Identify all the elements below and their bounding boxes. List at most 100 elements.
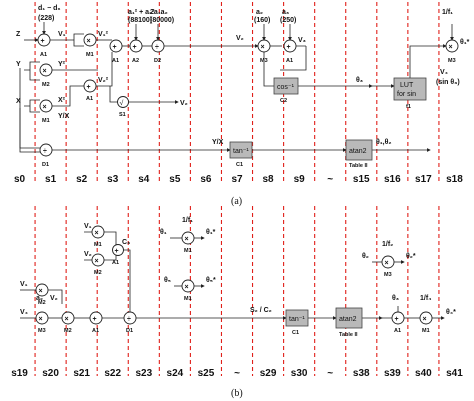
svg-text:A1: A1: [394, 328, 401, 334]
wire-m-upper: [84, 231, 92, 261]
svg-text:M1: M1: [86, 52, 94, 58]
signal-v1: V₁: [58, 31, 66, 38]
caption-b: (b): [231, 388, 243, 399]
stage-label: ~: [327, 174, 333, 185]
svg-text:+: +: [133, 44, 137, 51]
stage-label: s39: [384, 368, 401, 379]
stage-dividers-b: [34, 206, 440, 376]
wire-x-div: [19, 108, 40, 153]
svg-text:×: ×: [385, 260, 389, 267]
a1-adder-2: +A1: [83, 79, 97, 102]
stage-label: s40: [415, 368, 432, 379]
signal-s2-c2: S₂ / C₂: [250, 307, 272, 314]
signal-v1-b: V₁: [20, 281, 28, 288]
signal-theta2-b: θ₂: [362, 253, 369, 260]
m2-multiplier-b3: ×M2: [91, 253, 105, 276]
d1-divider: ÷D1: [39, 143, 53, 168]
stage-label: s5: [169, 174, 181, 185]
tan-inverse-block-b: tan⁻¹C1: [285, 309, 309, 336]
sqrt-unit: √S1: [117, 96, 129, 118]
signal-theta3: θ₃: [356, 77, 363, 84]
caption-a: (a): [231, 196, 242, 207]
signal-theta5-b: θ₅: [164, 277, 171, 284]
signal-v2-squared: V₂²: [98, 77, 109, 84]
const-a2-value: (160): [254, 17, 270, 24]
m2-multiplier-b1: ×M2: [35, 283, 49, 306]
svg-text:A1: A1: [40, 52, 47, 58]
wire-upper-add: [104, 231, 117, 261]
stage-label: s8: [263, 174, 275, 185]
signal-v1-upper: V₁: [84, 223, 92, 230]
const-a3-value: (250): [280, 17, 296, 24]
a2-adder: + A2: [129, 39, 143, 64]
stage-label: s0: [14, 174, 26, 185]
m2-multiplier-b2: ×M2: [61, 311, 75, 334]
wire-v3: [280, 45, 307, 71]
svg-text:×: ×: [65, 316, 69, 323]
a1-adder-b2: +A1: [112, 244, 124, 266]
a1-adder-1: + A1: [37, 33, 51, 58]
svg-text:×: ×: [185, 236, 189, 243]
svg-text:A1: A1: [86, 96, 93, 102]
stage-label: s24: [167, 368, 184, 379]
svg-text:D1: D1: [126, 328, 133, 334]
svg-text:D2: D2: [154, 58, 161, 64]
input-d: d₁ − d₆: [38, 5, 61, 12]
svg-text:M3: M3: [38, 328, 46, 334]
signal-v1-squared: V₁²: [98, 31, 109, 38]
signal-a2-b: a₂: [36, 295, 43, 302]
svg-text:tan⁻¹: tan⁻¹: [289, 316, 305, 323]
wire-lut-out: [409, 44, 447, 78]
wire-c3: [122, 249, 131, 312]
svg-text:÷: ÷: [155, 44, 159, 51]
stage-label: s16: [384, 174, 401, 185]
svg-text:f1: f1: [406, 104, 411, 110]
svg-text:+: +: [115, 248, 119, 255]
svg-text:×: ×: [95, 258, 99, 265]
stage-label: s9: [294, 174, 306, 185]
const-a3: a₃: [282, 9, 289, 16]
a1-adder-b3: +A1: [391, 311, 405, 334]
svg-text:atan2: atan2: [339, 316, 357, 323]
m2-multiplier: ×M2: [39, 63, 53, 88]
stage-label: s7: [231, 174, 243, 185]
panel-b: ×M2 ×M3 ×M2 +A1 ×M1 ×M2 +A1 ÷D1 ×M1 ×M1 …: [11, 217, 463, 399]
wire-r2: [96, 52, 113, 87]
svg-text:A2: A2: [132, 58, 139, 64]
svg-text:Table II: Table II: [349, 163, 368, 169]
svg-text:for sin: for sin: [397, 91, 416, 98]
m3-multiplier: ×M3: [257, 39, 271, 64]
svg-text:÷: ÷: [127, 316, 131, 323]
wire-y-split: [24, 61, 40, 81]
stage-label: s38: [353, 368, 370, 379]
a1-adder-3: +A1: [109, 39, 123, 64]
svg-text:A1: A1: [112, 58, 119, 64]
signal-v2-upper: V₂: [84, 251, 92, 258]
svg-text:M3: M3: [448, 58, 456, 64]
svg-text:Table II: Table II: [339, 332, 358, 338]
svg-text:+: +: [41, 38, 45, 45]
stage-label: ~: [234, 368, 240, 379]
svg-text:cos⁻¹: cos⁻¹: [277, 84, 295, 91]
svg-text:×: ×: [95, 230, 99, 237]
signal-theta3-b: θ₃: [392, 295, 399, 302]
svg-text:M3: M3: [260, 58, 268, 64]
signal-v4-b: V₄: [20, 309, 28, 316]
svg-text:LUT: LUT: [400, 82, 414, 89]
m1-multiplier-1: ×M1: [83, 33, 97, 58]
cos-inverse-block: cos⁻¹C2: [273, 77, 299, 104]
stage-label: s1: [45, 174, 57, 185]
d1-divider-b: ÷ D1: [123, 311, 137, 334]
svg-text:×: ×: [423, 316, 427, 323]
m3-multiplier-b2: ×M3: [381, 255, 395, 278]
m1-multiplier-b4: ×M1: [181, 231, 195, 254]
stage-label: s22: [104, 368, 121, 379]
svg-text:M2: M2: [42, 82, 50, 88]
wire-x2: [52, 85, 84, 107]
stage-label: s3: [107, 174, 119, 185]
signal-inv-f4-b: 1/f₄: [420, 295, 432, 302]
svg-text:tan⁻¹: tan⁻¹: [233, 148, 249, 155]
